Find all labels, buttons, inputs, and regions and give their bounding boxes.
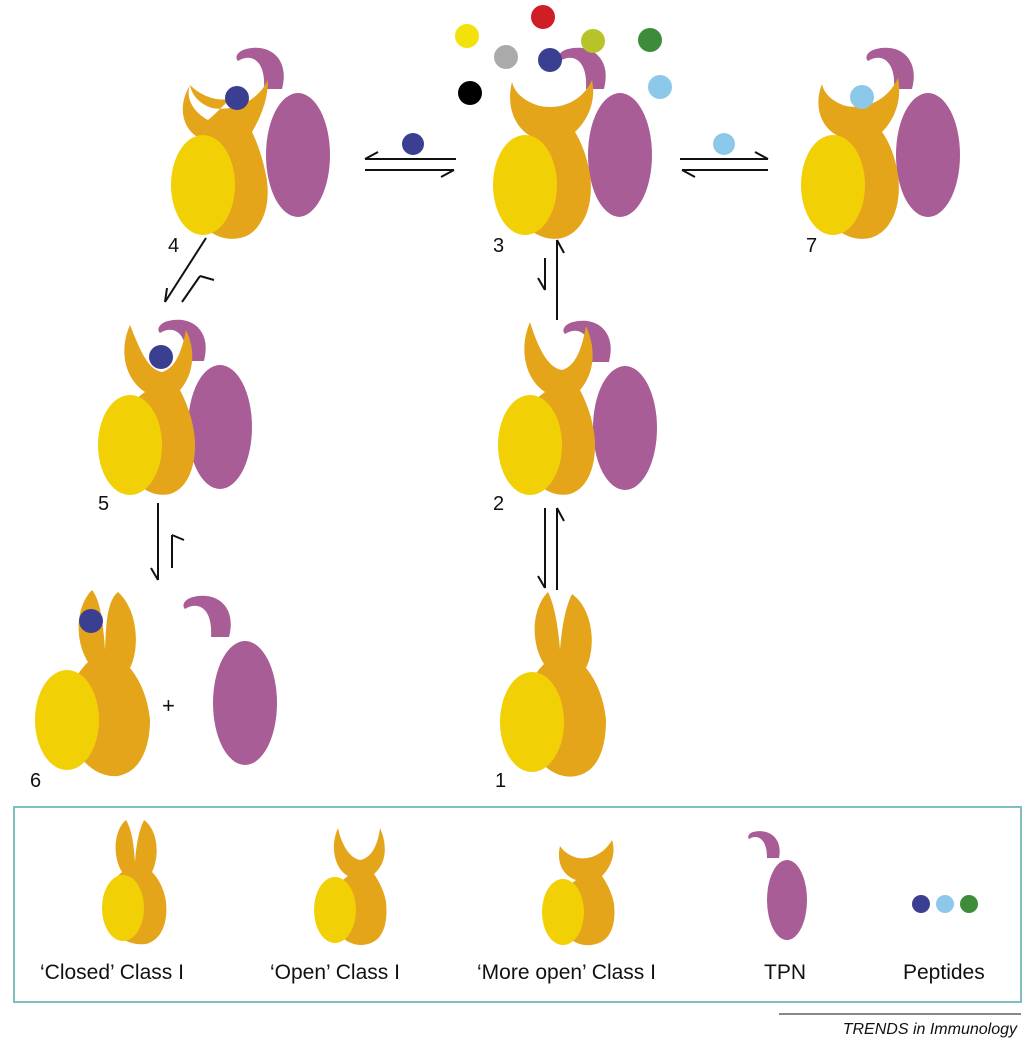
equilibrium-arrow-3-7: [680, 151, 769, 178]
legend-peptides-label: Peptides: [903, 961, 985, 984]
legend-open-label: ‘Open’ Class I: [270, 961, 400, 984]
legend-peptides-icon: [912, 895, 978, 913]
state-5-beta2m: [98, 395, 162, 495]
state-7-more-open-class-i-with-peptide: 7: [801, 47, 960, 257]
state-7-number: 7: [806, 235, 817, 257]
legend-more-open-class-i-icon: [542, 840, 615, 946]
pool-peptide-yellow: [455, 24, 479, 48]
legend-box: ‘Closed’ Class I ‘Open’ Class I ‘More op…: [13, 806, 1022, 1003]
legend-open-class-i-icon: [314, 828, 387, 945]
peptide-light-blue-on-arrow-3-7: [713, 133, 735, 155]
state-2-number: 2: [493, 493, 504, 515]
peptide-dark-blue-on-arrow-3-4: [402, 133, 424, 155]
state-5-number: 5: [98, 493, 109, 515]
state-3-more-open-class-i: 3: [493, 47, 652, 257]
state-6-closed-class-i-with-peptide: 6: [30, 590, 150, 792]
pool-peptide-red: [531, 5, 555, 29]
state-6-peptide: [79, 609, 103, 633]
pool-peptide-yellow-green: [581, 29, 605, 53]
state-6-released-tapasin: [183, 595, 277, 765]
equilibrium-arrow-1-2: [537, 507, 565, 590]
state-4-beta2m: [171, 135, 235, 235]
pool-peptide-grey: [494, 45, 518, 69]
state-6-beta2m: [35, 670, 99, 770]
equilibrium-arrow-3-4: [364, 151, 456, 178]
legend-tpn-label: TPN: [764, 961, 806, 984]
equilibrium-arrow-4-5: [164, 237, 215, 303]
state-5-open-class-i-with-peptide: 5: [98, 319, 252, 515]
state-4-number: 4: [168, 235, 179, 257]
state-7-peptide: [850, 85, 874, 109]
state-3-number: 3: [493, 235, 504, 257]
state-2-beta2m: [498, 395, 562, 495]
state-4-more-open-class-i-with-peptide: 4: [168, 47, 330, 257]
legend-border: [13, 806, 1022, 1003]
equilibrium-arrow-5-6: [150, 503, 185, 581]
pool-peptide-dark-blue: [538, 48, 562, 72]
state-6-number: 6: [30, 770, 41, 792]
pool-peptide-light-blue: [648, 75, 672, 99]
legend-closed-class-i-icon: [102, 820, 167, 945]
state-7-beta2m: [801, 135, 865, 235]
state-1-closed-class-i: 1: [495, 592, 606, 792]
state-4-peptide: [225, 86, 249, 110]
journal-credit: TRENDS in Immunology: [843, 1021, 1018, 1038]
state-1-beta2m: [500, 672, 564, 772]
pool-peptide-black: [458, 81, 482, 105]
dissociation-plus-sign: +: [162, 693, 175, 718]
legend-more-open-label: ‘More open’ Class I: [477, 961, 656, 984]
state-1-number: 1: [495, 770, 506, 792]
legend-closed-label: ‘Closed’ Class I: [40, 961, 184, 984]
state-3-beta2m: [493, 135, 557, 235]
pool-peptide-green: [638, 28, 662, 52]
equilibrium-arrow-2-3: [537, 239, 565, 320]
state-5-peptide: [149, 345, 173, 369]
state-2-open-class-i: 2: [493, 320, 657, 515]
peptide-pool: [455, 5, 672, 105]
